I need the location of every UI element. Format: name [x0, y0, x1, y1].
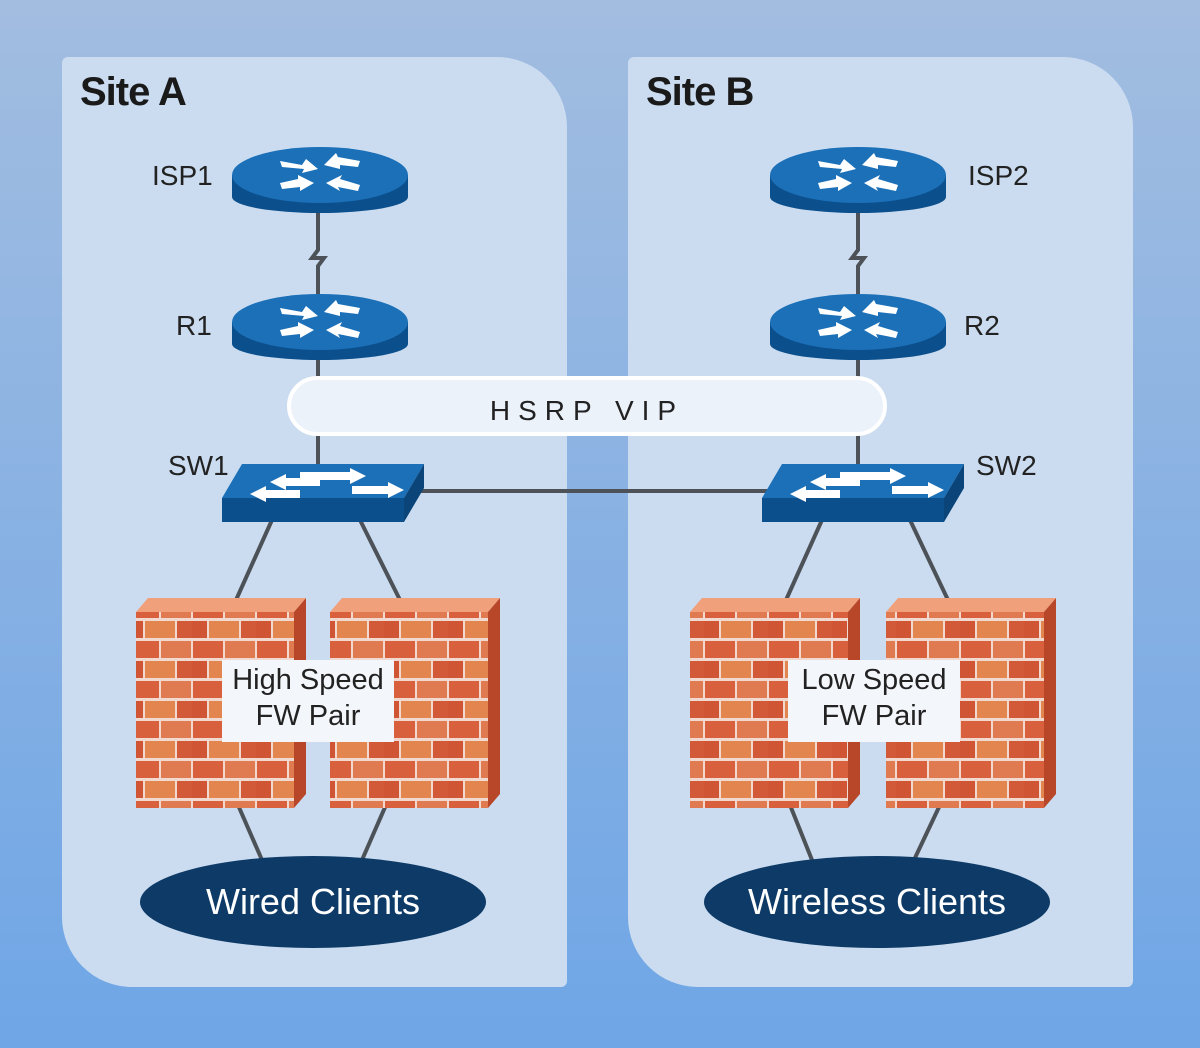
isp2-router-icon	[770, 147, 946, 213]
isp1-router-icon	[232, 147, 408, 213]
serial-link-isp1-r1	[308, 210, 328, 300]
link-sw2-fw1	[784, 519, 824, 601]
isp2-label: ISP2	[968, 160, 1029, 191]
low-speed-line1: Low Speed	[801, 664, 947, 696]
link-fw2-wireless	[912, 804, 942, 861]
sw1-label: SW1	[168, 450, 229, 481]
sw2-label: SW2	[976, 450, 1037, 481]
low-speed-fw-label: Low Speed FW Pair	[788, 660, 960, 742]
r2-router-icon	[770, 294, 946, 360]
wireless-clients-node: Wireless Clients	[704, 856, 1050, 948]
site-b-title: Site B	[646, 70, 754, 114]
high-speed-line1: High Speed	[232, 664, 384, 696]
link-sw2-fw2	[908, 519, 950, 601]
link-sw1-fw1	[234, 519, 274, 601]
link-fw1-wired	[236, 804, 264, 861]
hsrp-vip-label: HSRP VIP	[489, 395, 685, 426]
site-a-title: Site A	[80, 70, 187, 114]
r1-router-icon	[232, 294, 408, 360]
isp1-label: ISP1	[152, 160, 213, 191]
high-speed-line2: FW Pair	[255, 700, 361, 732]
link-fw1-wireless	[788, 804, 814, 861]
link-fw2-wired	[360, 804, 388, 861]
hsrp-vip-bar: HSRP VIP	[287, 376, 887, 436]
link-sw1-fw2	[358, 519, 402, 601]
sw2-switch-icon	[762, 464, 964, 522]
r1-label: R1	[176, 310, 212, 341]
serial-link-isp2-r2	[848, 210, 868, 300]
wired-clients-node: Wired Clients	[140, 856, 486, 948]
low-speed-line2: FW Pair	[821, 700, 927, 732]
r2-label: R2	[964, 310, 1000, 341]
sw1-switch-icon	[222, 464, 424, 522]
high-speed-fw-label: High Speed FW Pair	[222, 660, 394, 742]
